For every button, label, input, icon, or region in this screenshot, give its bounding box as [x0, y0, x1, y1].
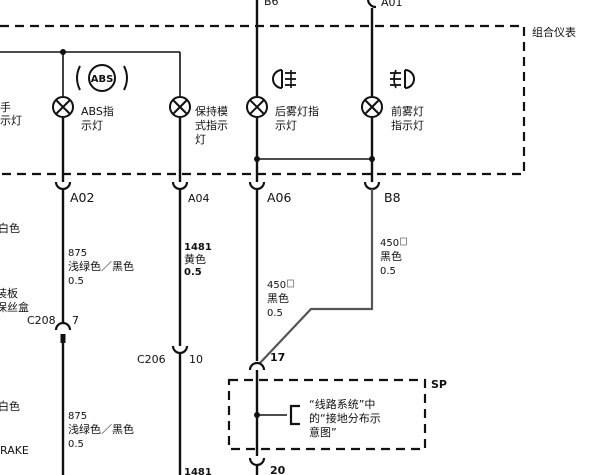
rear-fog-lamp	[246, 96, 268, 118]
left-brake-label: RAKE	[0, 444, 29, 457]
rear-fog-label-1: 后雾灯指	[275, 104, 319, 118]
left-lamp-label-2: 示灯	[0, 114, 22, 127]
wire-875-lower-gauge: 0.5	[68, 439, 84, 450]
splice-label: SP	[431, 378, 447, 391]
splice-block-boundary	[227, 378, 427, 451]
connector-c208-pin: 7	[72, 314, 79, 327]
wire-450-left-marker	[287, 279, 294, 288]
rear-fog-icon	[272, 69, 296, 89]
wire-450-left-code: 450	[267, 280, 286, 291]
wire-875-lower-code: 875	[68, 411, 87, 422]
hold-lamp-label-1: 保持模	[195, 104, 228, 118]
abs-icon-label: ABS	[91, 74, 114, 85]
splice-dot	[254, 156, 260, 162]
wire-450-right-marker	[400, 237, 407, 246]
splice-note-line-1: “线路系统”中	[309, 397, 375, 411]
wire-1481-code: 1481	[184, 242, 212, 253]
splice-note-line-3: 意图”	[309, 425, 337, 439]
wire-875-code: 875	[68, 248, 87, 259]
connector-c208-name: C208	[27, 314, 56, 327]
connector-a02	[54, 181, 72, 191]
connector-c208	[54, 321, 72, 331]
splice-pin-17: 17	[270, 351, 285, 364]
rear-fog-label-2: 示灯	[275, 119, 297, 132]
connector-c206-name: C206	[137, 353, 166, 366]
front-fog-icon	[390, 69, 415, 89]
left-panel-label-1: 装板	[0, 286, 18, 300]
wire-450-right-color: 黑色	[380, 249, 402, 263]
wire-875-lower-color: 浅绿色／黑色	[68, 422, 134, 436]
left-wire-color-bottom: 白色	[0, 399, 20, 413]
wire-450-left-gauge: 0.5	[267, 308, 283, 319]
wire-450-right-code: 450	[380, 238, 399, 249]
hold-lamp-label-2: 式指示	[195, 118, 228, 132]
pin-a04-label: A04	[188, 192, 210, 205]
wire-450-left-color: 黑色	[267, 291, 289, 305]
instrument-cluster-boundary	[0, 24, 526, 176]
wire-1481-color: 黄色	[184, 252, 206, 266]
front-fog-label-2: 指示灯	[391, 118, 424, 132]
abs-lamp-label-2: 示灯	[81, 119, 103, 132]
splice-pin-20: 20	[270, 464, 286, 475]
wire-450-b8	[259, 189, 374, 364]
pin-a06-label: A06	[267, 190, 292, 205]
wire-1481-lower-code: 1481	[184, 467, 212, 475]
connector-a04	[171, 181, 189, 191]
connector-sp-20	[248, 457, 266, 467]
connector-b8	[363, 181, 381, 191]
front-fog-lamp	[361, 96, 383, 118]
abs-icon: ABS	[76, 64, 128, 92]
top-connector-a01	[366, 0, 377, 9]
splice-note-line-2: 的“接地分布示	[309, 411, 381, 425]
connector-a06	[248, 181, 266, 191]
connector-c206-pin: 10	[189, 353, 203, 366]
wire-875-color: 浅绿色／黑色	[68, 259, 134, 273]
wire-1481-gauge: 0.5	[184, 267, 202, 278]
connector-sp-17	[248, 361, 266, 371]
top-pin-a01-label: A01	[381, 0, 403, 9]
left-panel-label-2: 保丝盒	[0, 300, 29, 314]
abs-lamp-label-1: ABS指	[81, 104, 114, 118]
pin-b8-label: B8	[384, 190, 401, 205]
instrument-cluster-label: 组合仪表	[532, 25, 576, 39]
front-fog-label-1: 前雾灯	[391, 104, 424, 118]
left-lamp-label-1: 手	[0, 100, 11, 114]
hold-mode-lamp	[169, 96, 191, 118]
left-wire-color-top: 白色	[0, 221, 20, 235]
connector-c208-terminal	[60, 334, 66, 343]
wire-450-right-gauge: 0.5	[380, 266, 396, 277]
hold-lamp-label-3: 灯	[195, 133, 206, 146]
pin-a02-label: A02	[70, 190, 94, 205]
wire-875-gauge: 0.5	[68, 276, 84, 287]
abs-lamp	[52, 96, 74, 118]
splice-reference-bracket	[289, 404, 300, 426]
connector-c206	[171, 345, 189, 355]
top-pin-b6-label: B6	[264, 0, 279, 8]
splice-dot	[369, 156, 375, 162]
